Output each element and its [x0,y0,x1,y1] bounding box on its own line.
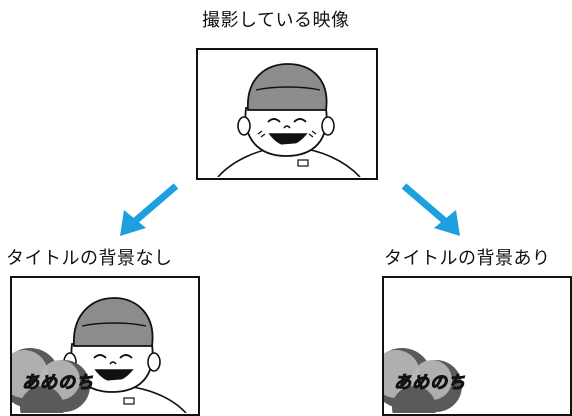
top-frame [196,48,378,180]
title-text: あめのち [394,373,466,394]
title-background-graphic [384,348,462,413]
right-frame: あめのち [382,276,572,416]
title-text: あめのち [22,373,94,394]
left-frame: あめのち [10,276,200,416]
arrow-down-right-icon [401,183,460,236]
top-caption: 撮影している映像 [202,10,350,31]
right-caption: タイトルの背景あり [384,248,551,269]
left-caption: タイトルの背景なし [6,248,173,269]
arrow-down-left-icon [120,183,179,236]
boy-illustration [217,63,361,177]
